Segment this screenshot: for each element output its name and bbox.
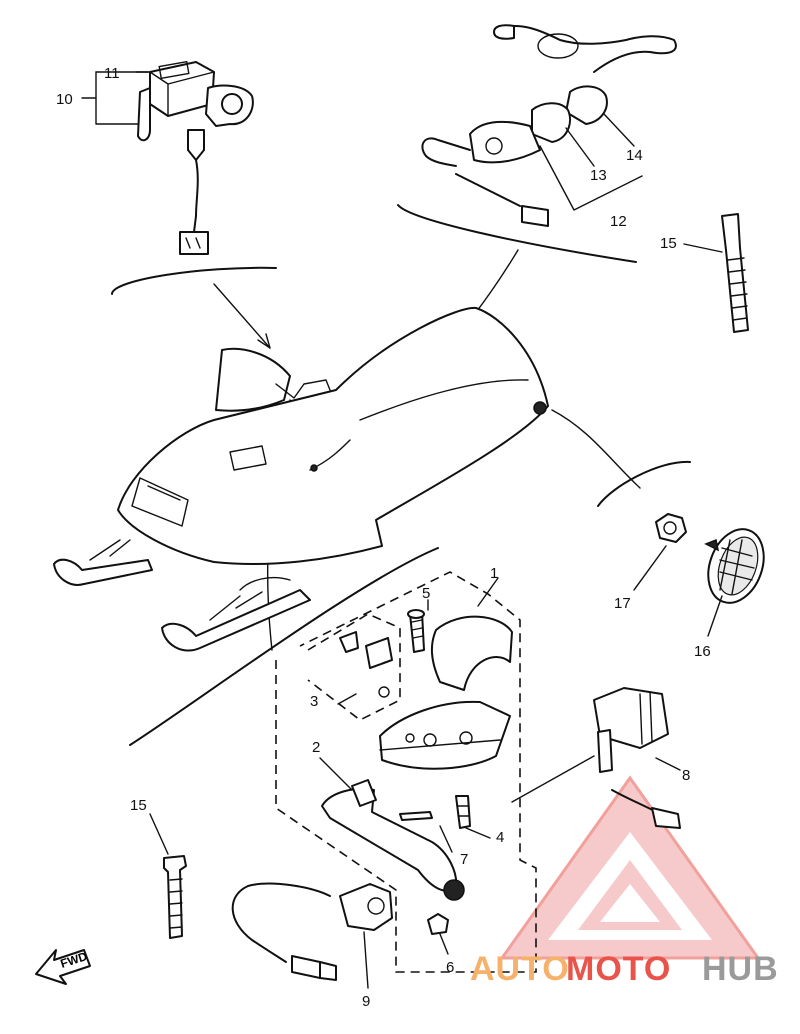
watermark-hub: HUB: [702, 950, 779, 988]
callout-11: 11: [104, 65, 120, 82]
assembly-frames: [275, 571, 537, 973]
callout-17: 17: [614, 595, 631, 612]
callout-12: 12: [610, 213, 627, 230]
wire-strap-bottom: [163, 855, 187, 939]
relay-assembly: [137, 60, 254, 255]
callout-4: 4: [496, 829, 504, 846]
wire-strap-top: [721, 213, 749, 333]
callout-1: 1: [490, 565, 498, 582]
watermark-auto: AUTO: [470, 950, 570, 988]
callout-3: 3: [310, 693, 318, 710]
throttle-lever-assembly: [231, 609, 681, 981]
watermark-moto: MOTO: [566, 950, 671, 988]
callout-5: 5: [422, 585, 430, 602]
callout-leaders: [81, 71, 723, 989]
snowmobile-body: [53, 306, 549, 652]
callout-14: 14: [626, 147, 643, 164]
callout-15-top: 15: [660, 235, 677, 252]
nut: [655, 513, 687, 543]
callout-15-bottom: 15: [130, 797, 147, 814]
callout-16: 16: [694, 643, 711, 660]
callout-labels: 1 2 3 4 5 6 7 8 9 10 11 12 13 14 15 15 1…: [56, 65, 711, 1010]
callout-2: 2: [312, 739, 320, 756]
callout-7: 7: [460, 851, 468, 868]
reflector: [704, 528, 765, 604]
callout-9: 9: [362, 993, 370, 1010]
fwd-arrow: FWD: [35, 949, 91, 985]
watermark-logo: [499, 775, 761, 960]
callout-13: 13: [590, 167, 607, 184]
ignition-switch-assembly: [421, 24, 677, 227]
callout-6: 6: [446, 959, 454, 976]
callout-8: 8: [682, 767, 690, 784]
watermark-text: AUTO MOTO HUB: [470, 950, 779, 988]
callout-10: 10: [56, 91, 73, 108]
